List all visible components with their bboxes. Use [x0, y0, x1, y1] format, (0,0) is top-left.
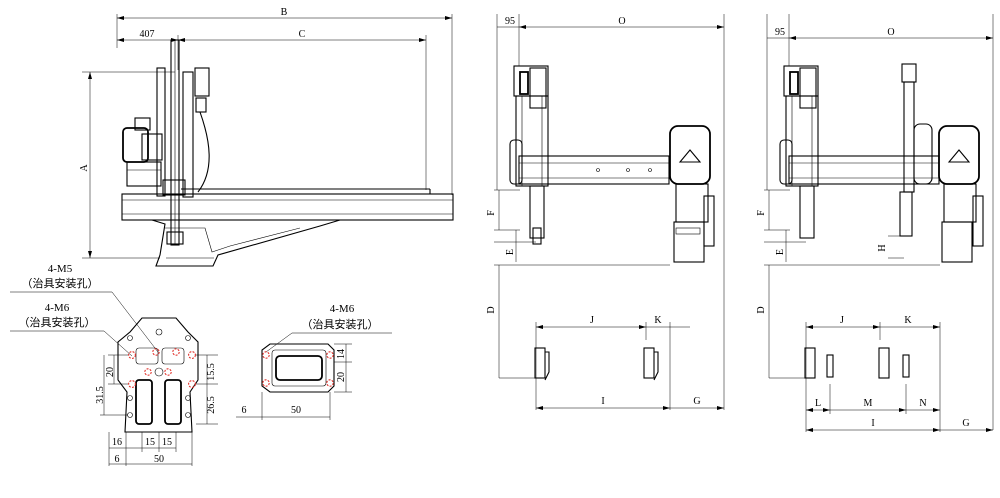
plate-small-dim-6: 6 — [242, 405, 247, 416]
plate-large-dim-31-5: 31.5 — [95, 386, 106, 404]
fv2-dim-n: N — [919, 398, 926, 409]
dim-c-label: C — [299, 29, 306, 40]
fv2-dim-o: O — [887, 27, 894, 38]
fv2-dim-m: M — [864, 398, 873, 409]
dim-407-label: 407 — [140, 29, 155, 40]
plate-large-dim-20: 20 — [105, 367, 116, 377]
plate-small-m6-count: 4-M6 — [330, 303, 355, 315]
side-view: B 407 C A — [79, 7, 454, 267]
fv2-dim-j: J — [840, 315, 844, 326]
plate-large-m6-label: （治具安装孔） — [19, 315, 96, 329]
fv1-dim-j: J — [590, 315, 594, 326]
front-view-2: 95 O F E H — [756, 14, 994, 432]
plate-small-dim-20: 20 — [336, 372, 347, 382]
fv1-dim-g: G — [693, 396, 700, 407]
fv2-dim-95: 95 — [775, 27, 785, 38]
plate-large-dim-16: 16 — [112, 437, 122, 448]
plate-large: 4-M5 （治具安装孔） 4-M6 （治具安装孔） 20 31.5 — [10, 263, 218, 466]
plate-large-dim-15-b: 15 — [162, 437, 172, 448]
front-view-1: 95 O F E D — [486, 14, 725, 410]
fv2-dim-i: I — [871, 418, 874, 429]
fv2-dim-d: D — [756, 306, 767, 313]
dim-a-label: A — [79, 164, 90, 172]
plate-small-dim-50: 50 — [291, 405, 301, 416]
plate-large-m5-label: （治具安装孔） — [22, 276, 99, 290]
fv1-dim-e: E — [505, 249, 516, 255]
plate-large-dim-50: 50 — [154, 454, 164, 465]
fv2-dim-f: F — [756, 210, 767, 216]
fv1-dim-f: F — [486, 210, 497, 216]
plate-small: 4-M6 （治具安装孔） 14 20 6 50 — [236, 303, 392, 420]
plate-small-dim-14: 14 — [336, 349, 347, 359]
fv2-dim-g: G — [962, 418, 969, 429]
fv2-dim-e: E — [775, 249, 786, 255]
plate-large-dim-15-a: 15 — [145, 437, 155, 448]
plate-large-m6-count: 4-M6 — [45, 302, 70, 314]
fv1-dim-95: 95 — [505, 16, 515, 27]
dim-b-label: B — [281, 7, 288, 18]
fv1-dim-o: O — [618, 16, 625, 27]
fv2-dim-h: H — [877, 244, 888, 251]
fv1-dim-d: D — [486, 306, 497, 313]
plate-large-dim-26-5: 26.5 — [206, 396, 217, 414]
plate-large-dim-6: 6 — [115, 454, 120, 465]
fv1-dim-i: I — [601, 396, 604, 407]
plate-small-m6-label: （治具安装孔） — [302, 317, 379, 331]
plate-large-dim-15-5: 15.5 — [206, 363, 217, 381]
plate-large-m5-count: 4-M5 — [48, 263, 73, 275]
fv2-dim-k: K — [904, 315, 912, 326]
fv1-dim-k: K — [654, 315, 662, 326]
fv2-dim-l: L — [815, 398, 821, 409]
